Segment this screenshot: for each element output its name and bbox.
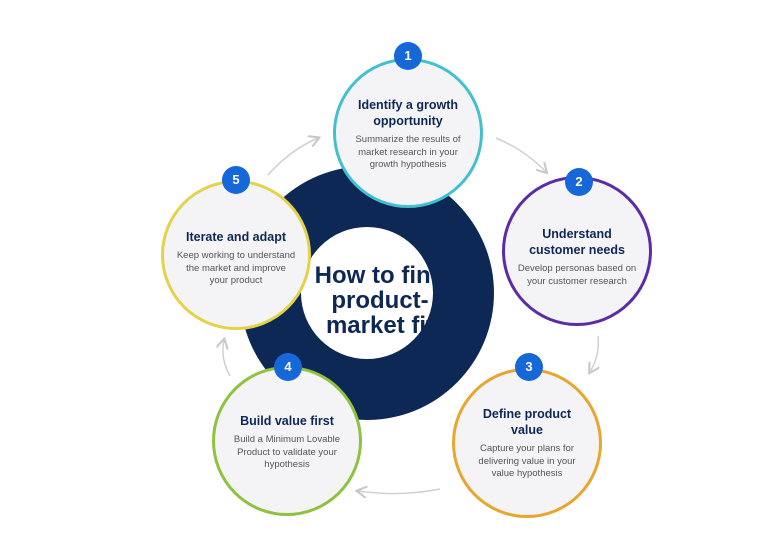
step-title: Iterate and adapt	[185, 230, 287, 244]
step-title: Define product value	[482, 407, 572, 437]
arrow-step2-to-step3	[590, 335, 598, 372]
step-number-badge: 4	[274, 353, 302, 381]
step-number-badge: 2	[565, 168, 593, 196]
arrow-step5-to-step1	[267, 138, 318, 176]
step-description: Build a Minimum Lovable Product to valid…	[233, 434, 341, 470]
step-description: Summarize the results of market research…	[355, 134, 461, 170]
step-identify-growth-opportunity: Identify a growth opportunity Summarize …	[333, 58, 483, 208]
step-title: Identify a growth opportunity	[358, 98, 458, 128]
step-define-product-value: Define product value Capture your plans …	[452, 368, 602, 518]
step-title: Understand customer needs	[529, 227, 625, 257]
step-number-badge: 1	[394, 42, 422, 70]
step-description: Develop personas based on your customer …	[517, 263, 637, 287]
center-title-line-3: market fit	[325, 312, 435, 339]
arrow-step3-to-step4	[358, 489, 441, 494]
center-title: How to find product- market fit	[300, 263, 460, 338]
arrow-step1-to-step2	[495, 137, 546, 172]
step-number-badge: 5	[222, 166, 250, 194]
step-build-value-first: Build value first Build a Minimum Lovabl…	[212, 366, 362, 516]
step-title: Build value first	[240, 414, 334, 428]
center-title-line-2: product-	[331, 287, 429, 314]
step-iterate-and-adapt: Iterate and adapt Keep working to unders…	[161, 180, 311, 330]
center-title-line-1: How to find	[314, 262, 446, 289]
step-understand-customer-needs: Understand customer needs Develop person…	[502, 176, 652, 326]
step-description: Capture your plans for delivering value …	[478, 443, 576, 479]
step-description: Keep working to understand the market an…	[176, 250, 296, 286]
arrow-step4-to-step5	[223, 340, 231, 377]
step-number-badge: 3	[515, 353, 543, 381]
center-hub	[301, 227, 433, 359]
